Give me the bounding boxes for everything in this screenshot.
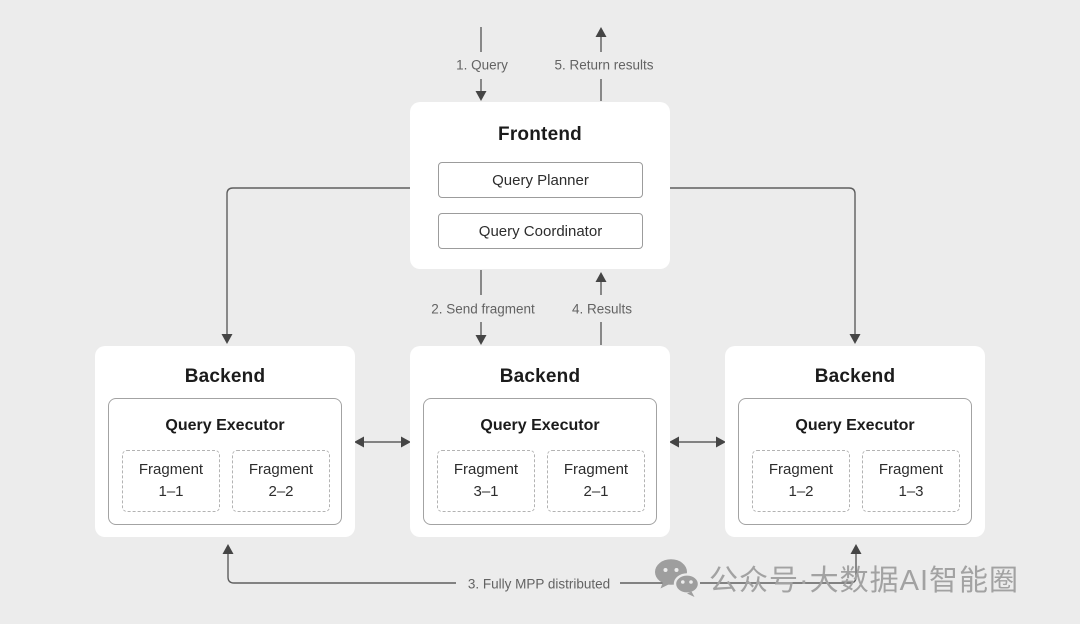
arrow-frontend-to-left-backend — [221, 187, 410, 344]
fragment-id: 1–2 — [788, 483, 814, 500]
backend-middle-title: Backend — [499, 366, 581, 387]
backend-middle-query-executor: Query Executor Fragment 3–1 Fragment 2–1 — [423, 398, 657, 525]
fragment-id: 2–2 — [268, 483, 294, 500]
backend-right-title: Backend — [814, 366, 896, 387]
query-coordinator-box: Query Coordinator — [438, 213, 643, 249]
backend-node-right: Backend Query Executor Fragment 1–2 Frag… — [725, 346, 985, 537]
fragment-name: Fragment — [878, 461, 944, 478]
backend-right-query-executor: Query Executor Fragment 1–2 Fragment 1–3 — [738, 398, 972, 525]
fragment-name: Fragment — [563, 461, 629, 478]
fragment-id: 1–1 — [158, 483, 184, 500]
backend-right-executor-title: Query Executor — [795, 417, 915, 434]
fragment-box: Fragment 1–2 — [752, 450, 850, 512]
query-planner-box: Query Planner — [438, 162, 643, 198]
flow-label-step5: 5. Return results — [554, 57, 654, 73]
flow-label-step3: 3. Fully MPP distributed — [467, 576, 611, 592]
wechat-icon — [655, 559, 700, 597]
frontend-node: Frontend Query Planner Query Coordinator — [410, 102, 670, 269]
arrow-frontend-to-right-backend — [670, 187, 861, 344]
fragment-name: Fragment — [453, 461, 519, 478]
fragment-name: Fragment — [138, 461, 204, 478]
fragment-box: Fragment 1–3 — [862, 450, 960, 512]
fragment-name: Fragment — [768, 461, 834, 478]
backend-left-query-executor: Query Executor Fragment 1–1 Fragment 2–2 — [108, 398, 342, 525]
backend-node-middle: Backend Query Executor Fragment 3–1 Frag… — [410, 346, 670, 537]
fragment-id: 1–3 — [898, 483, 924, 500]
flow-label-step4: 4. Results — [571, 301, 633, 317]
fragment-box: Fragment 2–1 — [547, 450, 645, 512]
fragment-name: Fragment — [248, 461, 314, 478]
frontend-title: Frontend — [498, 124, 582, 145]
fragment-box: Fragment 1–1 — [122, 450, 220, 512]
fragment-id: 2–1 — [583, 483, 609, 500]
backend-left-title: Backend — [184, 366, 266, 387]
fragment-box: Fragment 2–2 — [232, 450, 330, 512]
flow-label-step1: 1. Query — [456, 57, 508, 73]
fragment-box: Fragment 3–1 — [437, 450, 535, 512]
backend-node-left: Backend Query Executor Fragment 1–1 Frag… — [95, 346, 355, 537]
watermark-text: 公众号·大数据AI智能圈 — [709, 565, 1020, 597]
flow-label-step2: 2. Send fragment — [431, 301, 535, 317]
arrow-left-middle-exchange — [354, 436, 411, 448]
fragment-id: 3–1 — [473, 483, 499, 500]
backend-left-executor-title: Query Executor — [165, 417, 285, 434]
watermark: 公众号·大数据AI智能圈 — [654, 556, 1019, 600]
backend-middle-executor-title: Query Executor — [480, 417, 600, 434]
arrow-middle-right-exchange — [669, 436, 726, 448]
